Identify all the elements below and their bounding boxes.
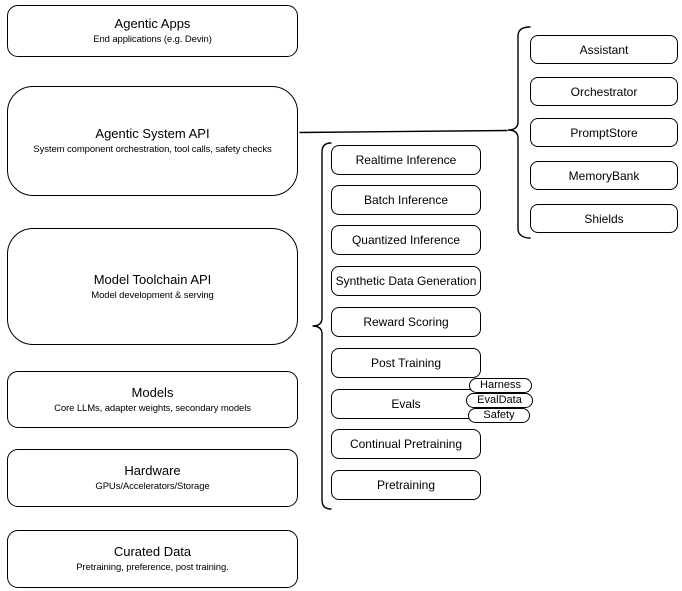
layer-subtitle: Model development & serving [91,289,214,301]
layer-title: Agentic Apps [114,16,191,31]
system-brace [507,26,531,239]
toolchain-item-pretraining: Pretraining [331,470,481,500]
layer-subtitle: System component orchestration, tool cal… [33,144,272,155]
layer-curated-data: Curated Data Pretraining, preference, po… [7,530,298,588]
toolchain-item-continual-pretraining: Continual Pretraining [331,429,481,459]
system-item-memorybank: MemoryBank [530,161,678,190]
evals-badge-safety: Safety [468,408,530,423]
layer-title: Model Toolchain API [93,271,212,287]
toolchain-item-label: Post Training [370,356,442,370]
toolchain-item-label: Pretraining [376,478,436,492]
layer-title: Agentic System API [95,126,210,141]
toolchain-item-label: Evals [391,397,421,411]
layer-title: Curated Data [113,544,192,559]
system-item-label: Shields [584,211,624,226]
toolchain-item-post-training: Post Training [331,348,481,378]
badge-label: Safety [483,409,515,421]
evals-badge-evaldata: EvalData [466,393,533,408]
badge-label: Harness [480,379,521,391]
layer-model-toolchain-api: Model Toolchain API Model development & … [7,228,298,345]
toolchain-item-quantized-inference: Quantized Inference [331,225,481,255]
system-connector-line [299,129,508,134]
layer-agentic-system-api: Agentic System API System component orch… [7,86,298,196]
system-item-assistant: Assistant [530,35,678,64]
layer-subtitle: Core LLMs, adapter weights, secondary mo… [54,402,251,414]
toolchain-item-label: Realtime Inference [355,153,457,167]
evals-badge-harness: Harness [469,378,532,393]
system-item-orchestrator: Orchestrator [530,77,678,106]
system-item-label: Orchestrator [570,84,638,99]
layer-models: Models Core LLMs, adapter weights, secon… [7,371,298,428]
toolchain-item-realtime-inference: Realtime Inference [331,145,481,175]
toolchain-item-batch-inference: Batch Inference [331,185,481,215]
layer-hardware: Hardware GPUs/Accelerators/Storage [7,449,298,507]
system-item-label: Assistant [579,42,629,57]
layer-title: Hardware [124,463,181,478]
toolchain-item-label: Continual Pretraining [349,437,463,451]
toolchain-item-evals: Evals [331,389,481,419]
layer-subtitle: Pretraining, preference, post training. [76,562,229,573]
layer-agentic-apps: Agentic Apps End applications (e.g. Devi… [7,5,298,57]
badge-label: EvalData [477,394,522,406]
toolchain-item-label: Synthetic Data Generation [335,274,477,288]
layer-subtitle: GPUs/Accelerators/Storage [95,481,210,492]
system-item-label: PromptStore [570,125,638,140]
system-item-label: MemoryBank [568,168,640,183]
layer-subtitle: End applications (e.g. Devin) [93,34,212,45]
toolchain-item-synthetic-data-generation: Synthetic Data Generation [331,266,481,296]
toolchain-item-label: Batch Inference [363,193,449,207]
toolchain-item-label: Quantized Inference [351,233,461,247]
toolchain-item-label: Reward Scoring [363,315,449,329]
system-item-promptstore: PromptStore [530,118,678,147]
toolchain-item-reward-scoring: Reward Scoring [331,307,481,337]
toolchain-brace [312,142,332,510]
system-item-shields: Shields [530,204,678,233]
layer-title: Models [131,384,174,400]
